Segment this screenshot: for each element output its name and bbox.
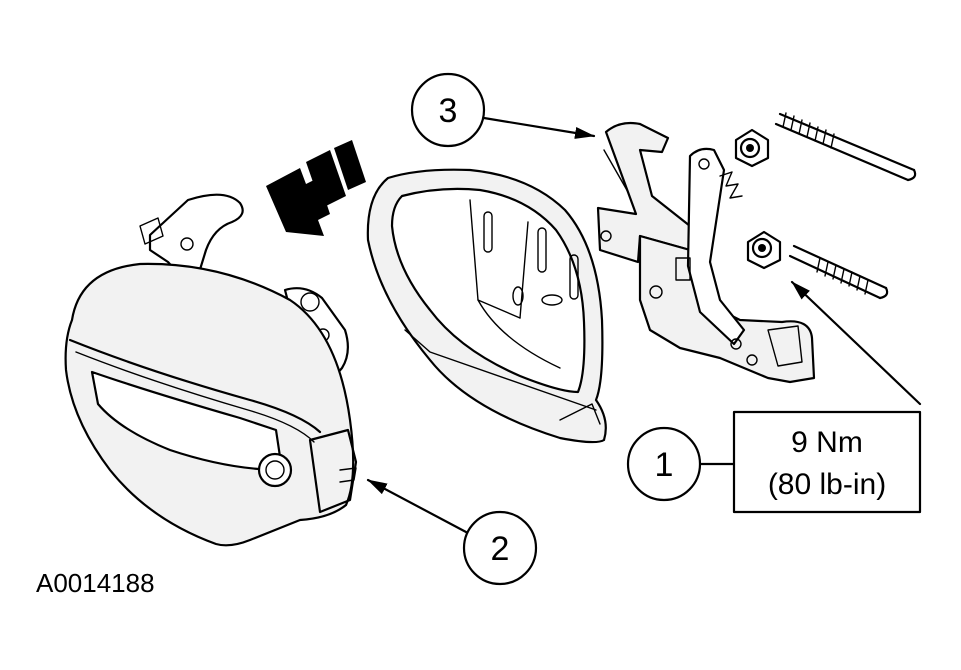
torque-spec-box (732, 410, 922, 514)
callout-3-leader-arrow (482, 116, 596, 139)
torque-spec-imperial: (80 lb-in) (768, 468, 886, 501)
callout-2: 2 (366, 478, 538, 586)
nut-upper (734, 128, 770, 168)
bracket-assembly-part (596, 121, 816, 384)
torque-spec-metric: 9 Nm (791, 426, 863, 459)
callout-2-number: 2 (491, 530, 510, 568)
callout-1-leader-arrow (790, 280, 922, 406)
callout-1: 1 9 Nm (80 lb-in) (626, 280, 922, 514)
callout-3-number: 3 (439, 92, 458, 130)
figure-id: A0014188 (36, 568, 155, 598)
stud-lower (788, 244, 889, 300)
callout-3: 3 (410, 72, 596, 148)
nut-lower (746, 230, 782, 270)
callout-2-leader-arrow (366, 478, 468, 534)
handle-bezel-part (366, 168, 607, 444)
stud-upper (774, 112, 917, 182)
door-handle-part (64, 193, 358, 547)
removal-direction-arrow-icon (266, 140, 366, 236)
callout-2-circle (462, 510, 538, 586)
callout-1-number: 1 (655, 446, 674, 484)
callout-3-circle (410, 72, 486, 148)
